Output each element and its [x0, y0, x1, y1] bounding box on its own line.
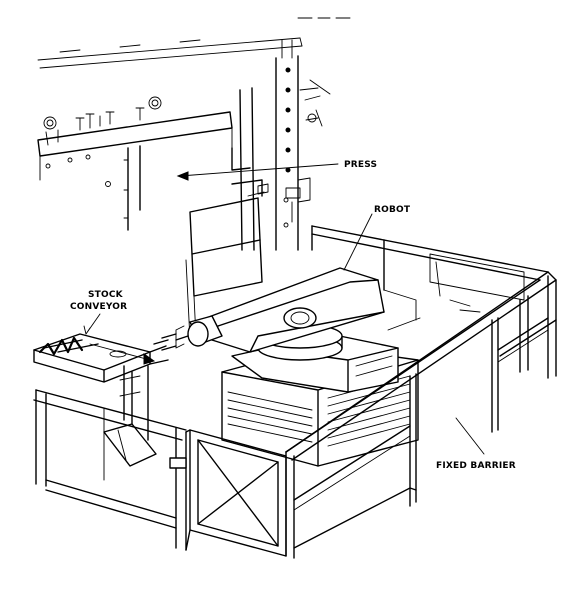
label-stock-conveyor-line2: CONVEYOR [70, 302, 127, 312]
label-fixed-barrier: FIXED BARRIER [436, 461, 516, 471]
conveyor-arrow-line [89, 343, 151, 361]
conveyor-leader-line [83, 313, 101, 335]
press-arrow-head [176, 171, 189, 181]
stock-conveyor [33, 333, 169, 467]
press [37, 17, 351, 341]
fixed-barrier [33, 225, 557, 559]
robot [153, 213, 419, 467]
press-leader-line [179, 163, 339, 177]
label-press: PRESS [344, 160, 377, 170]
label-robot: ROBOT [374, 205, 411, 215]
label-stock-conveyor-line1: STOCK [88, 290, 124, 300]
conveyor-arrow-head [143, 353, 156, 365]
